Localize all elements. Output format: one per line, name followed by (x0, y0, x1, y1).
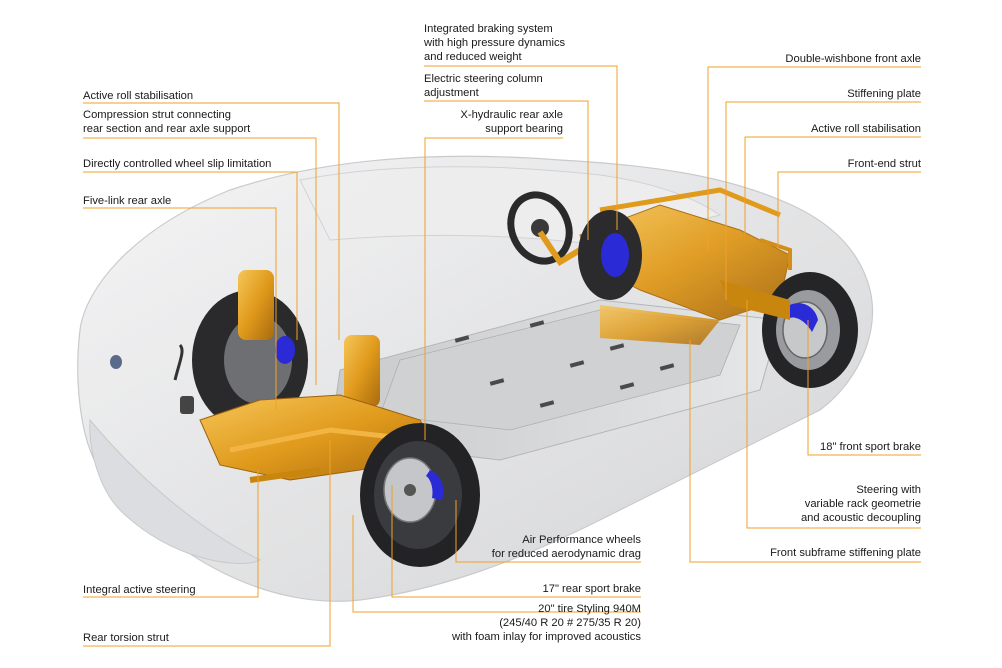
label-wheel-slip: Directly controlled wheel slip limitatio… (83, 158, 272, 170)
leader-stiffening-plate (725, 101, 921, 300)
brand-badge-icon (110, 355, 122, 369)
label-steering-rack: Steering with variable rack geometrie an… (800, 484, 921, 525)
label-front-brake: 18" front sport brake (820, 441, 921, 453)
label-integrated-braking: Integrated braking system with high pres… (424, 23, 566, 64)
leader-compression-strut (83, 137, 317, 385)
label-rear-torsion: Rear torsion strut (83, 632, 169, 644)
leader-steering-rack (746, 300, 921, 529)
label-five-link: Five-link rear axle (83, 195, 172, 207)
label-front-end-strut: Front-end strut (847, 158, 921, 170)
leader-x-hydraulic (424, 137, 563, 440)
leader-tire (352, 515, 641, 613)
label-rear-brake: 17" rear sport brake (542, 583, 642, 595)
front-right-caliper (790, 303, 818, 332)
label-electric-steering: Electric steering column adjustment (424, 73, 543, 100)
leader-active-roll-rear (83, 102, 340, 340)
rear-air-spring-right (344, 335, 380, 407)
leader-rear-brake (391, 485, 641, 598)
leader-air-wheels (455, 500, 641, 563)
leader-electric-steering (424, 100, 589, 240)
leader-rear-torsion (83, 440, 331, 647)
leader-double-wishbone (707, 66, 921, 250)
leader-integrated-braking (424, 65, 618, 230)
leader-five-link (83, 207, 277, 410)
label-compression-strut: Compression strut connecting rear sectio… (83, 109, 251, 136)
label-double-wishbone: Double-wishbone front axle (785, 53, 921, 65)
front-subframe-plate (600, 305, 720, 345)
label-stiffening-plate: Stiffening plate (847, 88, 921, 100)
leader-integral-steering (83, 470, 259, 598)
leader-lines (83, 65, 921, 647)
front-left-caliper (601, 233, 629, 277)
rear-axle-assembly (173, 270, 480, 567)
leader-front-end-strut (777, 171, 921, 248)
label-air-wheels: Air Performance wheels for reduced aerod… (491, 534, 641, 561)
leader-front-brake (807, 320, 921, 456)
label-front-subframe: Front subframe stiffening plate (770, 547, 921, 559)
label-active-roll-front: Active roll stabilisation (810, 123, 921, 135)
leader-front-subframe (689, 340, 921, 563)
label-tire: 20" tire Styling 940M (245/40 R 20 # 275… (451, 603, 641, 644)
rear-air-spring-left (238, 270, 274, 340)
leader-wheel-slip (83, 171, 298, 340)
leader-active-roll-front (744, 136, 921, 235)
label-integral-steering: Integral active steering (83, 584, 196, 596)
label-x-hydraulic: X-hydraulic rear axle support bearing (460, 109, 563, 136)
rear-right-caliper (426, 470, 444, 500)
label-active-roll-rear: Active roll stabilisation (83, 90, 194, 102)
front-axle-assembly (578, 187, 858, 388)
